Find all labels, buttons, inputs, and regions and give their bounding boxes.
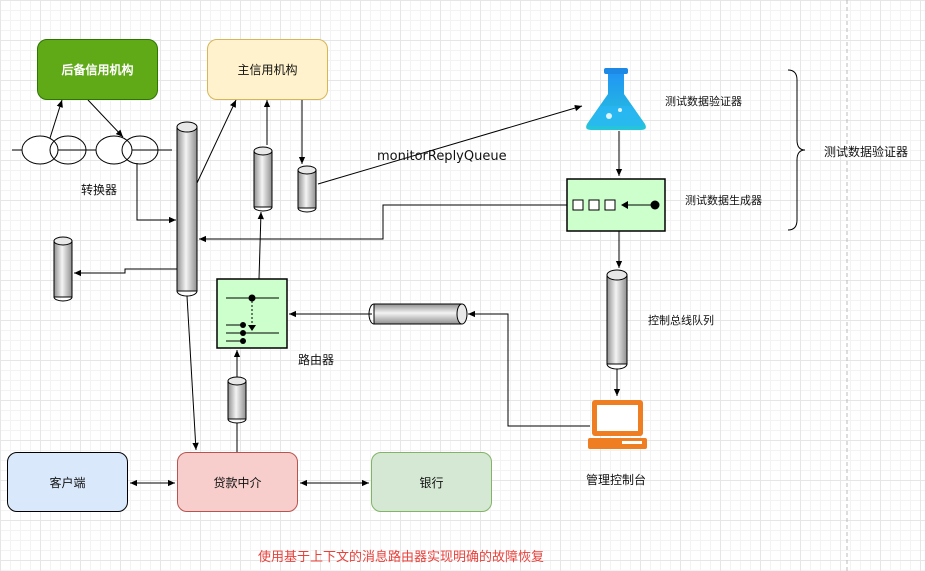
connectors xyxy=(49,99,623,487)
main-credit-box: 主信用机构 xyxy=(207,39,328,100)
main-credit-label: 主信用机构 xyxy=(237,63,298,77)
loan-broker-label: 贷款中介 xyxy=(213,475,262,490)
converter-label: 转换器 xyxy=(81,183,118,197)
broker-out-queue xyxy=(227,376,247,424)
backup-credit-box: 后备信用机构 xyxy=(37,39,158,100)
console-icon xyxy=(588,400,647,449)
diagram-caption: 使用基于上下文的消息路由器实现明确的故障恢复 xyxy=(258,550,545,565)
monitor-reply-queue xyxy=(297,165,317,213)
router-box xyxy=(216,278,288,349)
main-channel-cylinder xyxy=(176,121,198,297)
flask-icon xyxy=(586,68,646,130)
console-label: 管理控制台 xyxy=(586,473,647,487)
router-control-queue xyxy=(368,303,468,325)
bank-box: 银行 xyxy=(371,452,492,512)
test-validator-label: 测试数据验证器 xyxy=(665,95,742,108)
converter-out-queue xyxy=(53,236,73,302)
control-bus-label: 控制总线队列 xyxy=(648,314,714,327)
control-bus-cylinder xyxy=(606,269,628,370)
main-credit-queue-1 xyxy=(253,146,273,212)
monitor-queue-label: monitorReplyQueue xyxy=(377,149,507,164)
brace-label: 测试数据验证器 xyxy=(824,145,909,159)
loan-broker-box: 贷款中介 xyxy=(177,452,298,512)
router-label: 路由器 xyxy=(298,353,335,367)
converter-tubes xyxy=(12,135,172,165)
client-label: 客户端 xyxy=(49,475,86,490)
backup-credit-label: 后备信用机构 xyxy=(61,63,134,77)
client-box: 客户端 xyxy=(7,452,128,512)
bank-label: 银行 xyxy=(419,475,444,490)
validator-brace xyxy=(787,69,806,231)
test-generator-label: 测试数据生成器 xyxy=(685,194,762,207)
test-generator-box xyxy=(566,178,666,232)
